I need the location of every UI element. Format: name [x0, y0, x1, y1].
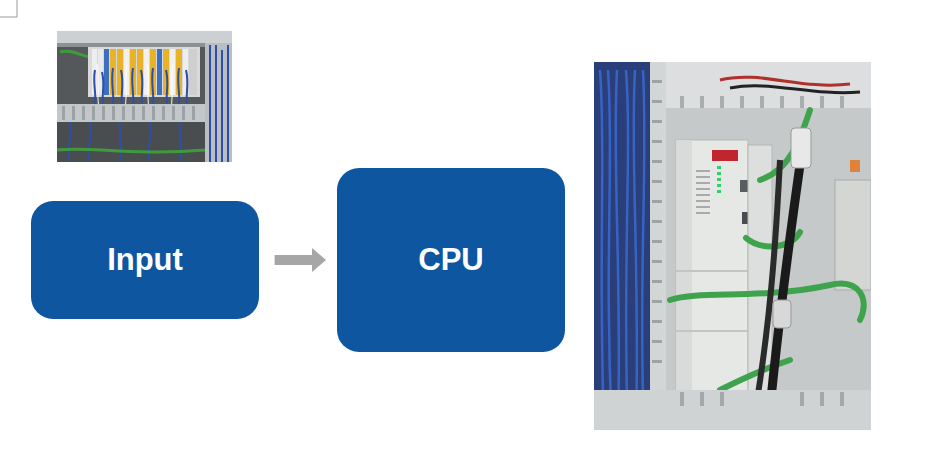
cpu-photo — [594, 62, 871, 430]
process-box: Input — [31, 201, 259, 319]
corner-mark — [0, 0, 17, 17]
flow-arrow — [275, 248, 326, 272]
terminal-photo — [57, 31, 232, 162]
box-label: Input — [99, 238, 191, 282]
box-label: CPU — [410, 238, 491, 282]
process-box: CPU — [337, 168, 565, 352]
